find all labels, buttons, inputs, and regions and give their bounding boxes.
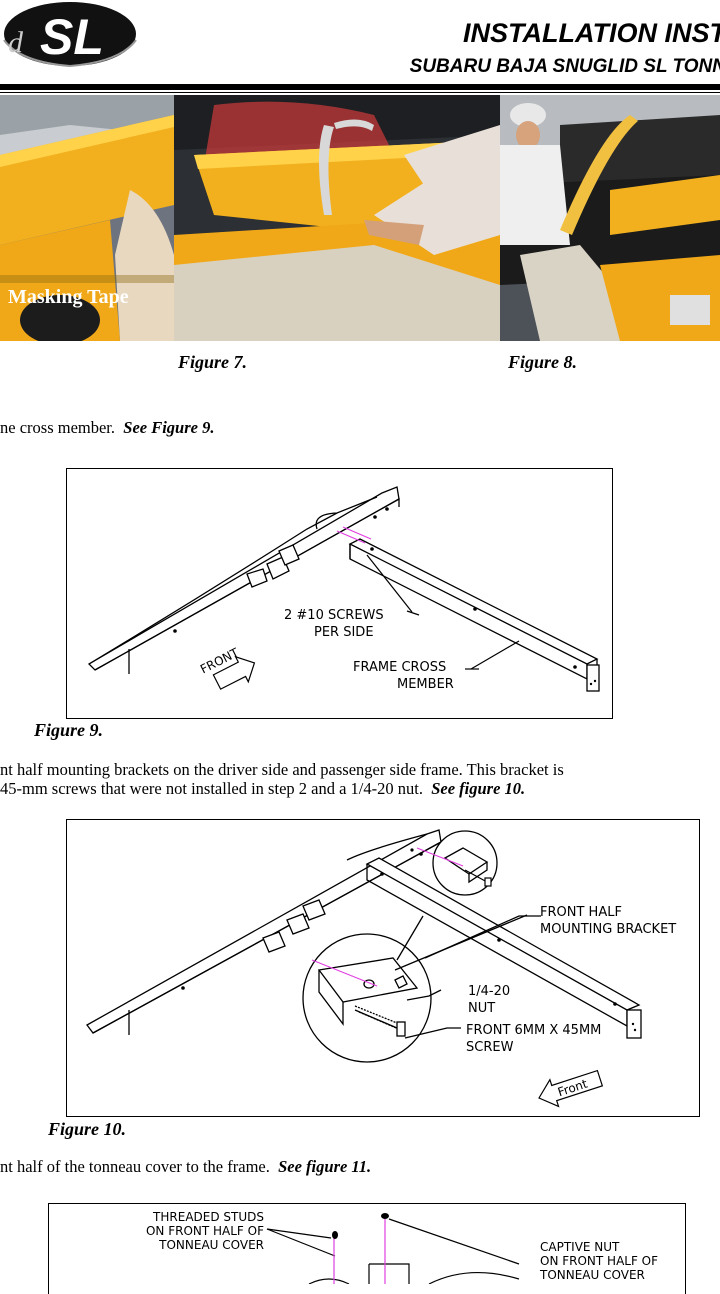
- label-frame-line1: FRAME CROSS: [353, 660, 447, 675]
- label-captive-nut: CAPTIVE NUT ON FRONT HALF OF TONNEAU COV…: [540, 1240, 658, 1282]
- header-divider-thin: [0, 92, 720, 93]
- svg-text:d: d: [8, 26, 24, 59]
- label-studs-line2: ON FRONT HALF OF: [145, 1224, 264, 1238]
- label-studs-line3: TONNEAU COVER: [159, 1238, 264, 1252]
- label-nut: 1/4-20 NUT: [468, 983, 510, 1017]
- label-nut11-line3: TONNEAU COVER: [540, 1268, 645, 1282]
- label-nut11-line2: ON FRONT HALF OF: [540, 1254, 659, 1268]
- label-studs-line1: THREADED STUDS: [153, 1210, 264, 1224]
- logo-text: SL: [40, 9, 104, 65]
- step-tonneau-text: nt half of the tonneau cover to the fram…: [0, 1157, 371, 1177]
- label-bracket-line2: MOUNTING BRACKET: [540, 922, 677, 937]
- header-divider: [0, 84, 720, 90]
- figure-10-caption: Figure 10.: [48, 1119, 127, 1139]
- label-screws-line1: 2 #10 SCREWS: [284, 608, 384, 623]
- label-screws-line2: PER SIDE: [314, 625, 374, 640]
- step-bracket-line2: 45-mm screws that were not installed in …: [0, 779, 525, 799]
- label-screw-line2: SCREW: [466, 1040, 514, 1055]
- figure-9-diagram: [66, 468, 613, 719]
- step-tonneau-body: nt half of the tonneau cover to the fram…: [0, 1157, 270, 1176]
- label-screw-line1: FRONT 6MM X 45MM: [466, 1023, 602, 1038]
- label-frame-cross: FRAME CROSS MEMBER: [353, 659, 454, 693]
- page-subtitle: SUBARU BAJA SNUGLID SL TONN: [409, 56, 720, 77]
- figure-8-caption: Figure 8.: [508, 352, 578, 372]
- photo-figure-7: [174, 95, 500, 341]
- brand-logo: d SL: [0, 0, 140, 72]
- label-nut-line2: NUT: [468, 1001, 496, 1016]
- label-nut-line1: 1/4-20: [468, 984, 511, 999]
- label-front-half-bracket: FRONT HALF MOUNTING BRACKET: [540, 904, 676, 938]
- label-bracket-line1: FRONT HALF: [540, 905, 622, 920]
- label-nut11-line1: CAPTIVE NUT: [540, 1240, 620, 1254]
- figure-7-caption: Figure 7.: [178, 352, 248, 372]
- label-frame-line2: MEMBER: [397, 677, 454, 692]
- photo-figure-8: [500, 95, 720, 341]
- figure-9-caption: Figure 9.: [34, 720, 104, 740]
- label-threaded-studs: THREADED STUDS ON FRONT HALF OF TONNEAU …: [140, 1210, 264, 1252]
- figure-10-diagram: [66, 819, 700, 1117]
- see-figure-11-ref: See figure 11.: [278, 1157, 372, 1176]
- page-title: INSTALLATION INST: [463, 18, 720, 48]
- label-screws: 2 #10 SCREWS PER SIDE: [284, 607, 384, 641]
- label-front-screw: FRONT 6MM X 45MM SCREW: [466, 1022, 601, 1056]
- masking-tape-label: Masking Tape: [8, 286, 129, 308]
- see-figure-9-ref: See Figure 9.: [123, 418, 215, 437]
- step-cross-member-text: ne cross member. See Figure 9.: [0, 418, 214, 438]
- see-figure-10-ref: See figure 10.: [431, 779, 526, 798]
- figure-11-diagram: [48, 1203, 686, 1294]
- step-cross-member-body: ne cross member.: [0, 418, 116, 437]
- step-bracket-line1: nt half mounting brackets on the driver …: [0, 760, 564, 779]
- step-bracket-line2-body: 45-mm screws that were not installed in …: [0, 779, 423, 798]
- photo-masking-tape: [0, 95, 174, 341]
